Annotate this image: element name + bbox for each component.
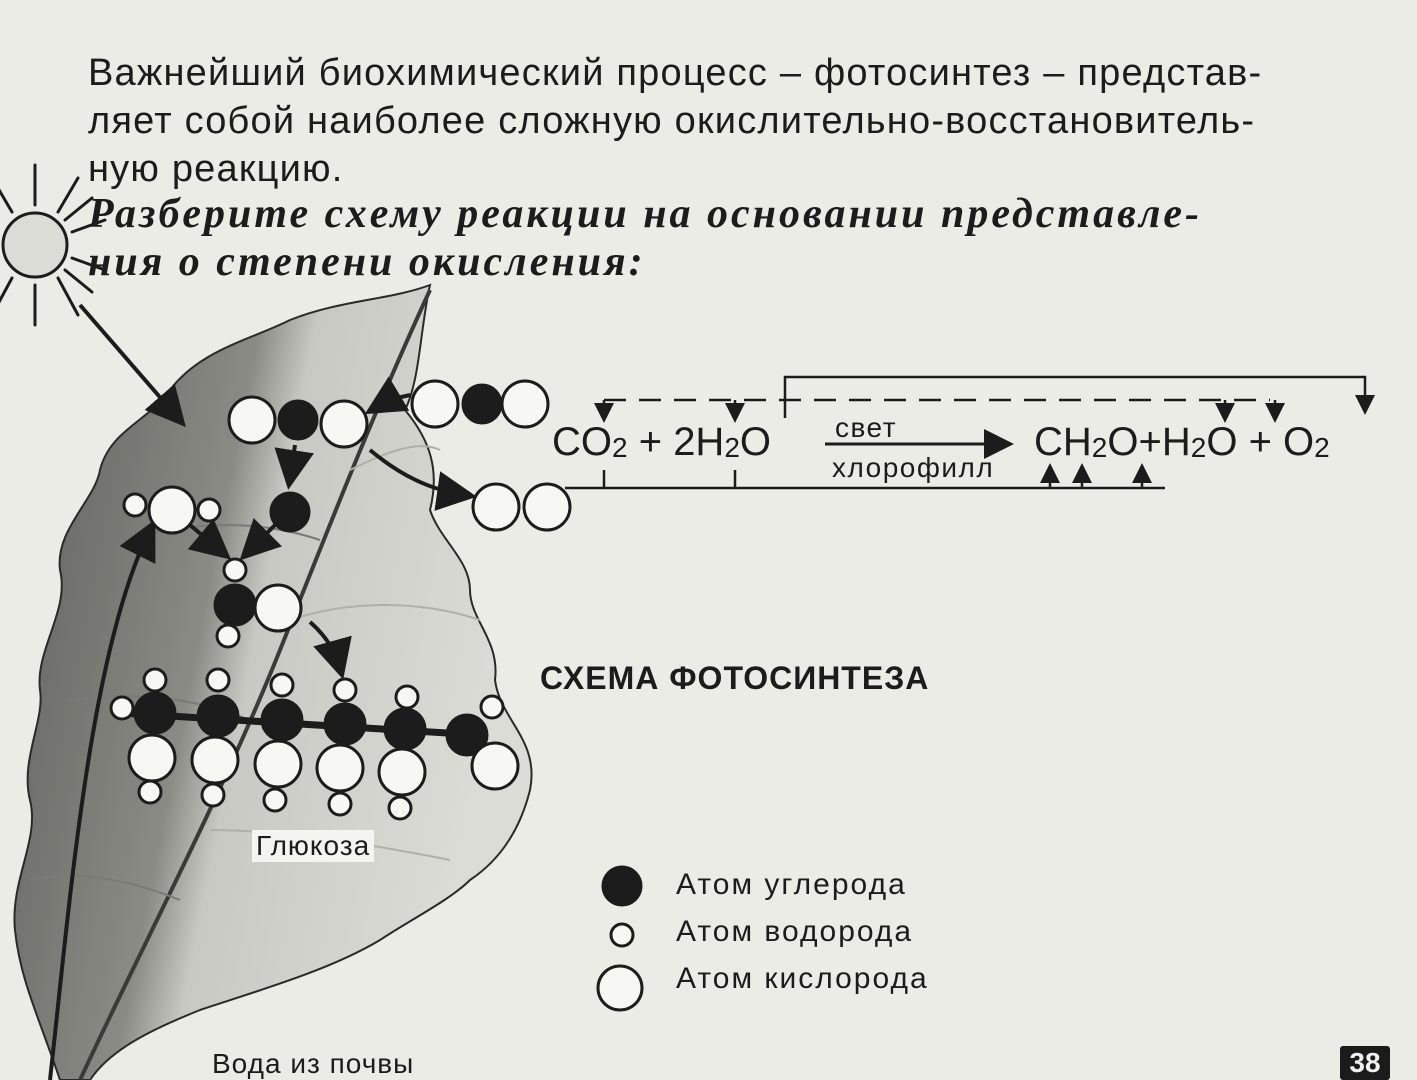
flow-arrows (48, 303, 477, 1080)
plus-sign: + (1138, 420, 1162, 464)
legend-hydrogen-marker (609, 922, 635, 948)
task-line-2: ния о степени окисления: (88, 239, 646, 285)
co2-formula: CO (552, 420, 612, 464)
o2-formula: O (1283, 420, 1315, 464)
task-line-1: Разберите схему реакции на основании пре… (88, 191, 1203, 237)
molecule-atoms (122, 379, 572, 649)
sun-icon (0, 163, 107, 327)
legend-oxygen: Атом кислорода (676, 962, 929, 995)
legend-hydrogen: Атом водорода (676, 915, 914, 948)
condition-chlorophyll: хлорофилл (832, 452, 995, 483)
legend-oxygen-marker (596, 964, 644, 1012)
equation-connectors (565, 375, 1375, 490)
condition-light: свет (835, 412, 898, 443)
plus-sign: + (638, 420, 663, 464)
water-formula: 2H (673, 420, 725, 464)
glucose-label: Глюкоза (252, 830, 375, 862)
intro-line-3: ную реакцию. (88, 148, 344, 190)
water-from-soil-label: Вода из почвы (212, 1048, 415, 1079)
legend-carbon: Атом углерода (676, 868, 907, 901)
equation-products: CH2O+H2O + O2 (1034, 420, 1330, 464)
legend-carbon-marker (601, 865, 643, 907)
plus-sign: + (1248, 420, 1272, 464)
h2o-formula: H (1161, 420, 1191, 464)
slide-number: 38 (1340, 1046, 1390, 1080)
legend-markers (596, 865, 644, 1012)
diagram-title: СХЕМА ФОТОСИНТЕЗА (540, 660, 930, 696)
ch2o-formula: CH (1034, 420, 1092, 464)
intro-line-1: Важнейший биохимический процесс – фотоси… (88, 52, 1263, 94)
intro-line-2: ляет собой наиболее сложную окислительно… (88, 100, 1256, 142)
glucose-molecule (109, 667, 520, 821)
equation-reactants: CO2 + 2H2O (552, 420, 772, 464)
